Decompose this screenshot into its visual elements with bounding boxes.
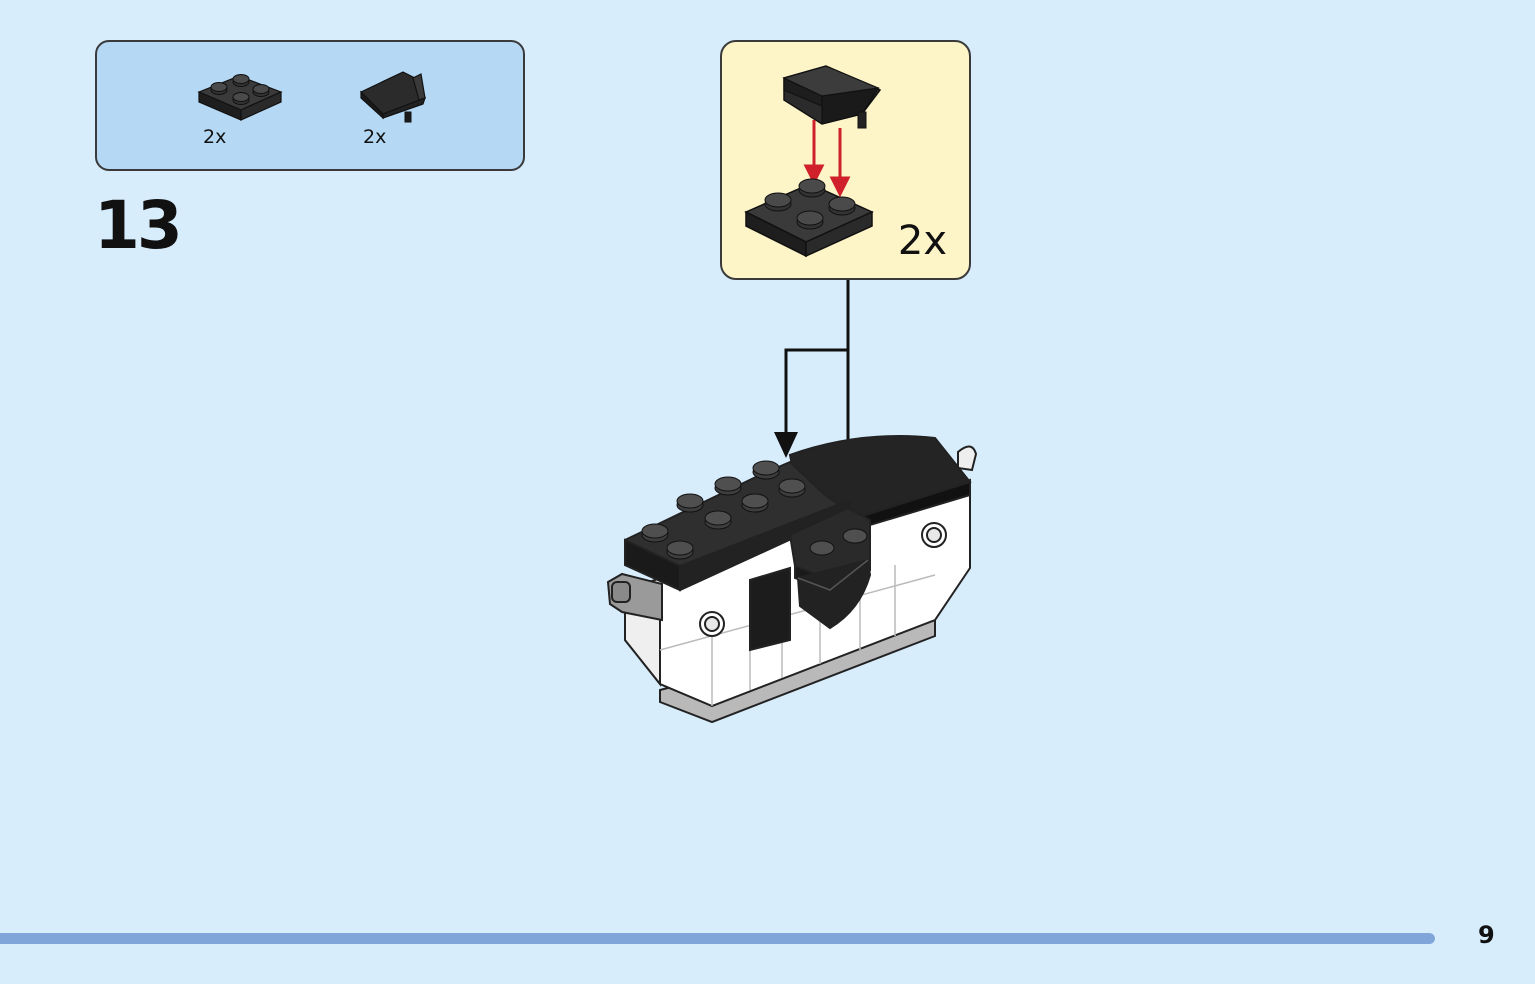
page-number: 9: [1478, 921, 1495, 949]
wedge-piece: [782, 65, 882, 129]
part-plate-2x2: 2x: [195, 64, 305, 154]
progress-bar: [0, 933, 1435, 944]
progress-fill: [0, 933, 1435, 944]
arrow-head-left: [774, 432, 798, 458]
boat-model: [606, 435, 978, 724]
parts-list: 2x 2x: [95, 40, 525, 171]
plate-piece: [744, 178, 874, 258]
subassembly-illustration: [744, 65, 882, 258]
red-arrows: [803, 120, 851, 198]
part-qty: 2x: [363, 126, 387, 148]
wedge-slope-icon: [359, 71, 426, 123]
subassembly-qty: 2x: [897, 218, 947, 264]
subassembly-callout: 2x: [720, 40, 971, 280]
part-qty: 2x: [203, 126, 227, 148]
part-wedge-slope: 2x: [355, 64, 465, 154]
plate-2x2-icon: [197, 74, 283, 121]
step-number: 13: [94, 187, 183, 264]
